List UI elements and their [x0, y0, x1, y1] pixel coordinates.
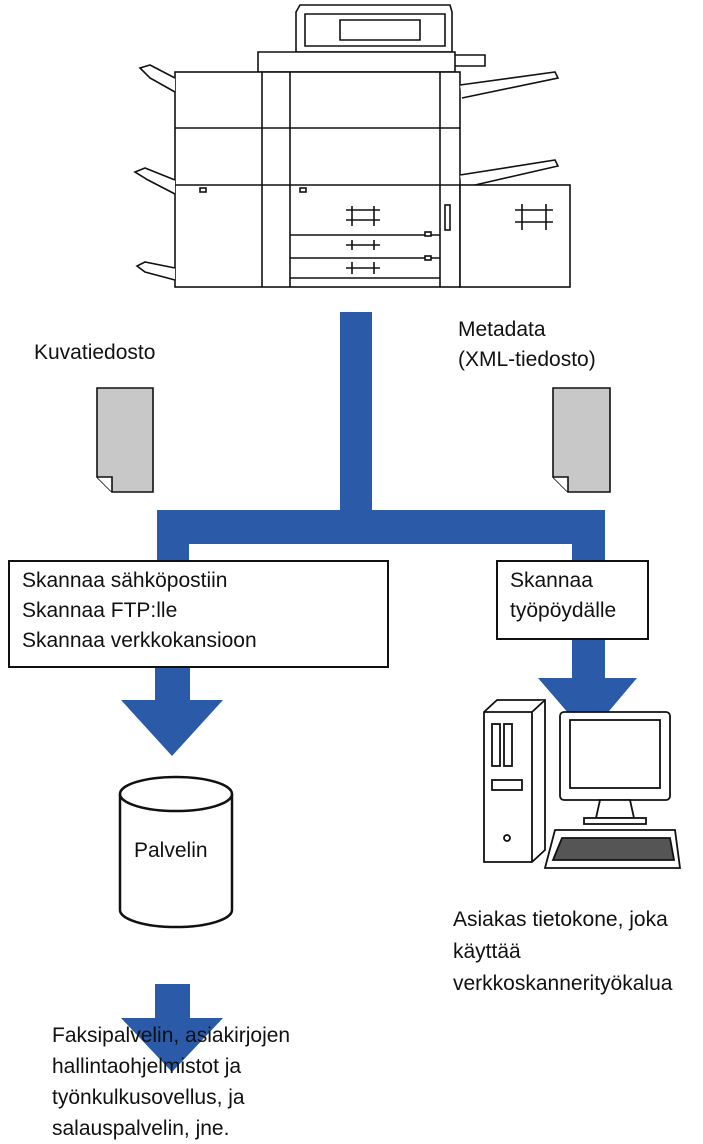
client-caption-line-3: verkkoskannerityökalua: [453, 972, 673, 995]
client-caption-line-1: Asiakas tietokone, joka: [453, 908, 668, 931]
printer-icon: [133, 4, 571, 288]
scan-to-desktop-line-2: työpöydälle: [510, 599, 617, 622]
client-caption-line-2: käyttää: [453, 940, 521, 963]
server-label: Palvelin: [134, 839, 208, 862]
down-arrow-icon: [538, 640, 637, 736]
down-arrow-icon: [121, 984, 223, 1072]
main-flow-line: [340, 312, 372, 510]
metadata-document-icon: [552, 387, 611, 493]
metadata-format-label: (XML-tiedosto): [458, 348, 596, 371]
bottom-caption-line-1: Faksipalvelin, asiakirjojen: [52, 1024, 291, 1047]
down-arrow-icon: [121, 668, 223, 756]
bottom-caption-line-3: työnkulkusovellus, ja: [52, 1086, 245, 1109]
metadata-label: Metadata: [458, 318, 546, 341]
scan-to-ftp-label: Skannaa FTP:lle: [22, 599, 178, 622]
bottom-caption-line-4: salauspalvelin, jne.: [52, 1117, 230, 1140]
server-icon: [118, 775, 234, 929]
scan-to-network-folder-label: Skannaa verkkokansioon: [22, 629, 257, 652]
scan-destinations-box: Skannaa sähköpostiin Skannaa FTP:lle Ska…: [8, 560, 389, 668]
image-file-document-icon: [96, 387, 154, 493]
client-computer-icon: [483, 699, 682, 869]
image-file-label: Kuvatiedosto: [34, 341, 156, 364]
scan-to-desktop-box: Skannaa työpöydälle: [496, 560, 649, 640]
bottom-caption-line-2: hallintaohjelmistot ja: [52, 1055, 242, 1078]
scan-to-desktop-line-1: Skannaa: [510, 569, 593, 592]
split-flow-line: [157, 510, 605, 544]
scan-to-email-label: Skannaa sähköpostiin: [22, 569, 228, 592]
